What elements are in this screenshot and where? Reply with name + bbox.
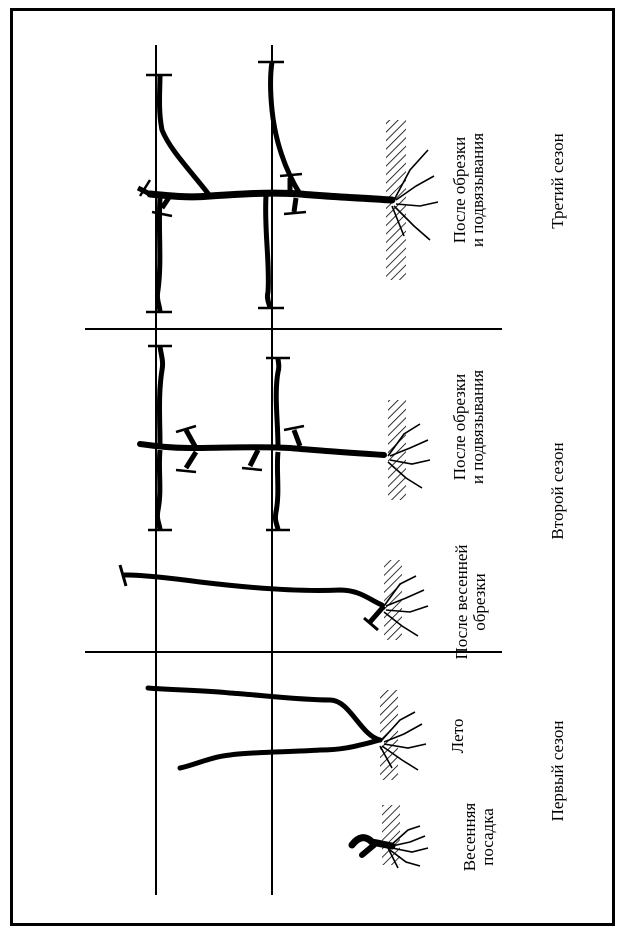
label-second-season: Второй сезон	[549, 431, 571, 551]
label-spring-planting: Весенняя посадка	[461, 772, 505, 902]
vine-after-spring-pruning	[120, 560, 428, 640]
vine-after-pruning-2	[140, 345, 430, 530]
label-after-pruning-3: После обрезки и подвязывания	[451, 100, 495, 280]
label-first-season: Первый сезон	[549, 711, 571, 831]
label-after-spring-pruning: После весенней обрезки	[453, 527, 497, 677]
label-summer: Лето	[449, 706, 471, 766]
vine-after-pruning-3	[138, 62, 438, 312]
label-third-season: Третий сезон	[549, 121, 571, 241]
label-after-pruning-2: После обрезки и подвязывания	[451, 337, 495, 517]
vine-summer	[148, 688, 426, 780]
vine-spring-planting	[352, 805, 428, 868]
